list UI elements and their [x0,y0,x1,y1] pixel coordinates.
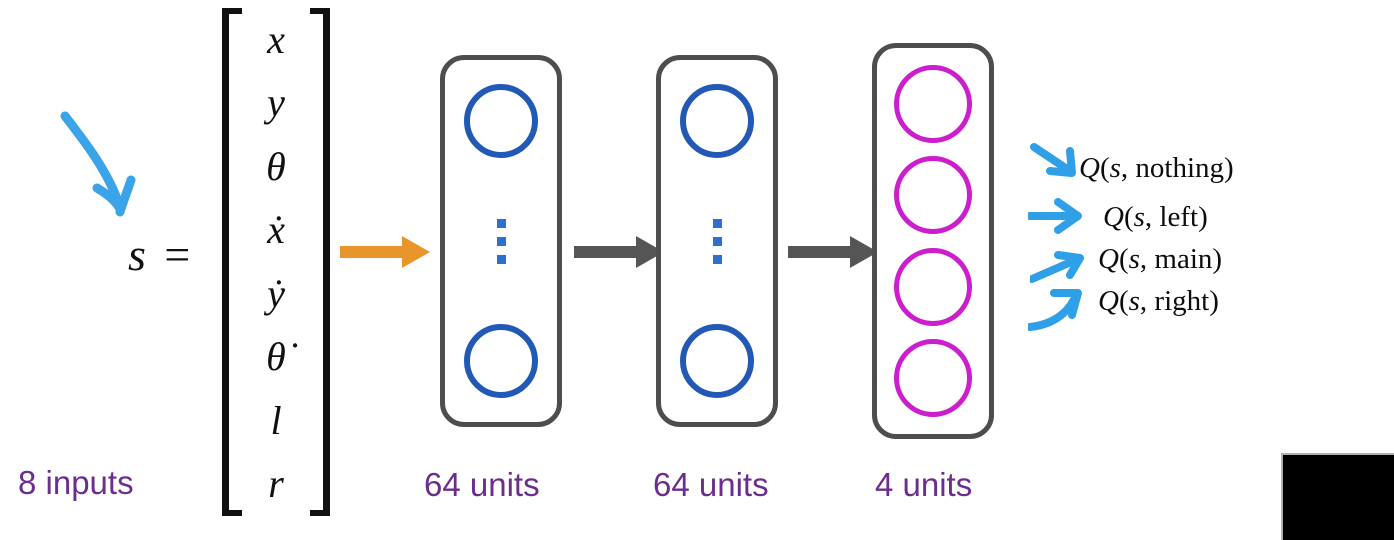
caption-input-count: 8 inputs [18,464,134,501]
q-state-symbol: s [1133,201,1145,233]
q-symbol: Q [1103,201,1124,233]
q-value-label-nothing: Q(s, nothing) [1079,152,1234,185]
state-vector: x y θ ẋ ẏ θ̇ l r [222,8,330,516]
q-open-paren: ( [1099,152,1110,184]
vector-item-x: x [267,16,285,62]
output-arrow-left [1028,198,1082,234]
q-state-symbol: s [1109,152,1121,184]
state-equation-label: s = [128,229,195,280]
output-layer [872,43,994,439]
neuron-circle [894,64,972,143]
vertical-ellipsis-icon [496,218,506,264]
q-open-paren: ( [1123,201,1134,233]
q-state-symbol: s [1128,285,1140,317]
vector-item-ydot: ẏ [267,270,285,316]
vector-item-y: y [267,80,285,126]
caption-layer1-units: 64 units [424,466,540,503]
q-symbol: Q [1098,285,1119,317]
q-action-name: main [1154,243,1213,275]
neuron-circle [464,84,538,158]
q-action-name: left [1159,201,1199,233]
hidden-layer-1 [440,55,562,427]
vector-item-l: l [270,397,282,443]
q-value-label-main: Q(s, main) [1098,243,1222,276]
bracket-left-icon [222,8,242,516]
output-arrow-nothing [1030,143,1076,177]
q-open-paren: ( [1118,243,1129,275]
neuron-circle [680,84,754,158]
vector-item-xdot: ẋ [267,207,285,253]
vector-item-theta: θ [266,143,286,189]
q-close-paren: ) [1198,201,1208,233]
q-action-name: right [1154,285,1210,317]
layer1-to-layer2-arrow [574,236,664,268]
neuron-circle [894,339,972,418]
layer2-to-layer3-arrow [788,236,878,268]
neuron-circle [894,156,972,235]
neuron-circle [464,324,538,398]
vector-item-r: r [268,461,284,507]
q-value-label-right: Q(s, right) [1098,285,1219,318]
caption-layer3-units: 4 units [875,466,973,503]
caption-layer2-units: 64 units [653,466,769,503]
hidden-layer-2 [656,55,778,427]
bracket-right-icon [310,8,330,516]
input-to-layer1-arrow [340,236,430,268]
q-comma: , [1120,152,1136,184]
q-value-label-left: Q(s, left) [1103,201,1208,234]
vertical-ellipsis-icon [712,218,722,264]
q-close-paren: ) [1224,152,1234,184]
q-action-name: nothing [1135,152,1225,184]
hand-drawn-annotation-arrow [60,111,136,217]
output-arrow-right [1028,289,1082,331]
q-close-paren: ) [1209,285,1219,317]
q-close-paren: ) [1212,243,1223,275]
slide-occlusion-block [1281,453,1394,540]
q-symbol: Q [1098,243,1119,275]
q-comma: , [1144,201,1160,233]
q-comma: , [1139,243,1155,275]
output-arrow-main [1030,251,1084,283]
q-open-paren: ( [1118,285,1129,317]
neuron-circle [894,247,972,326]
q-symbol: Q [1079,152,1100,184]
vector-item-thetadot: θ̇ [266,334,286,380]
neuron-circle [680,324,754,398]
q-state-symbol: s [1128,243,1140,275]
q-comma: , [1139,285,1155,317]
